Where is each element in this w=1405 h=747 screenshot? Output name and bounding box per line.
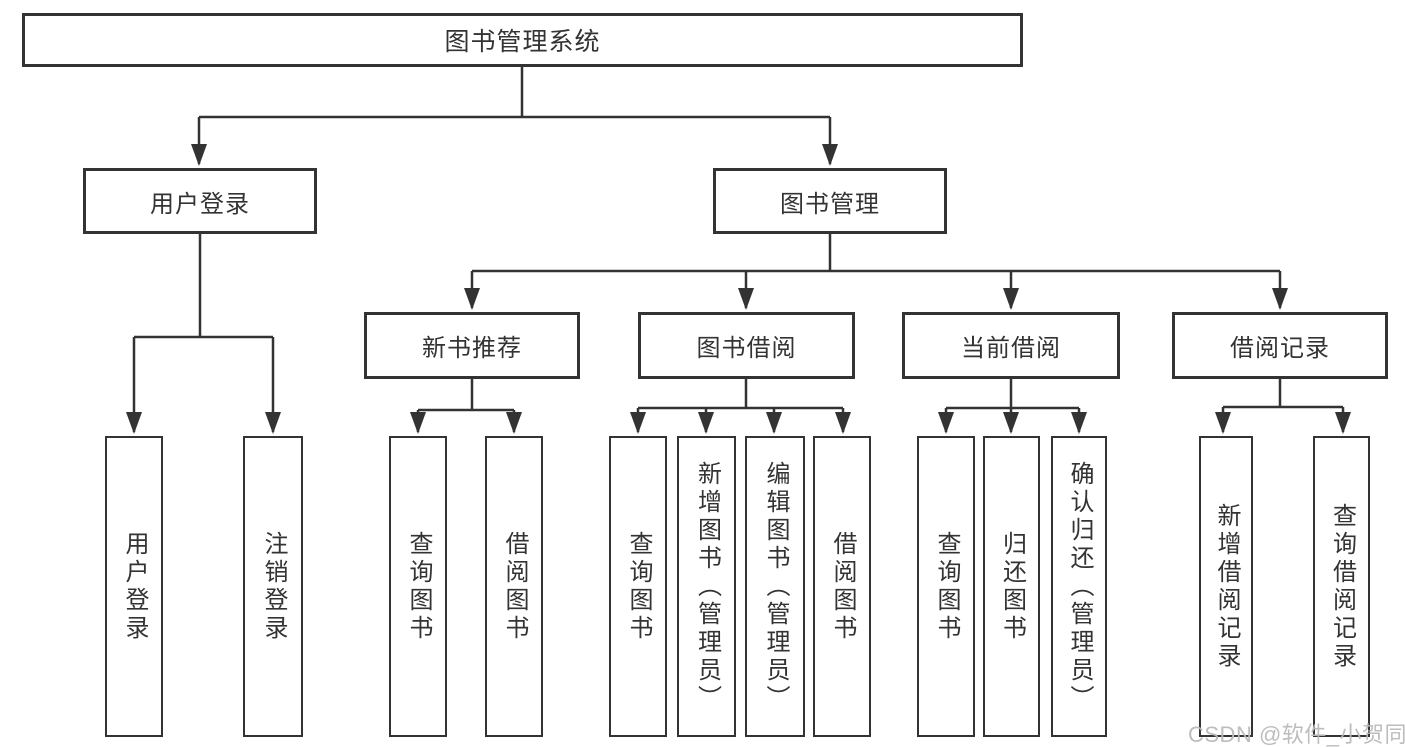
node-book-borrowing: 图书借阅 [638,312,855,379]
node-label: 图书借阅 [696,335,797,362]
connector-root-to-level1 [191,67,838,166]
leaf-query-books-2: 查询图书 [609,436,667,737]
leaf-label: 用户登录 [121,530,148,643]
leaf-borrow-books-1: 借阅图书 [485,436,543,737]
connector-userlogin-to-leaves [126,232,281,434]
csdn-watermark: CSDN @软件_小贺同学 [1188,722,1405,747]
leaf-query-books-3: 查询图书 [917,436,975,737]
leaf-edit-books-admin: 编辑图书（管理员） [745,436,805,737]
node-new-book-recommend: 新书推荐 [364,312,580,379]
leaf-add-borrow-record: 新增借阅记录 [1199,436,1253,737]
connector-records-to-leaves [1215,379,1351,434]
node-label: 当前借阅 [961,335,1061,362]
leaf-query-borrow-record: 查询借阅记录 [1313,436,1370,737]
leaf-confirm-return-admin: 确认归还（管理员） [1051,436,1107,737]
node-library-management-system: 图书管理系统 [22,13,1023,67]
connector-current-to-leaves [938,379,1087,434]
node-label: 用户登录 [150,190,250,218]
leaf-label: 编辑图书（管理员） [762,460,789,713]
node-borrowing-records: 借阅记录 [1172,312,1388,379]
leaf-label: 确认归还（管理员） [1066,460,1093,713]
leaf-return-books: 归还图书 [983,436,1040,737]
node-label: 图书管理系统 [444,28,601,56]
leaf-label: 注销登录 [260,530,287,643]
leaf-label: 查询图书 [933,530,960,643]
connector-newbooks-to-leaves [410,379,522,434]
node-label: 新书推荐 [422,335,522,362]
node-current-borrowing: 当前借阅 [902,312,1120,379]
node-label: 借阅记录 [1230,335,1330,362]
connector-bookmgmt-to-level2 [464,234,1288,310]
leaf-logout: 注销登录 [243,436,303,737]
leaf-label: 借阅图书 [501,530,528,643]
leaf-label: 归还图书 [998,530,1026,643]
leaf-label: 查询图书 [405,530,432,643]
leaf-borrow-books-2: 借阅图书 [813,436,871,737]
connector-borrow-to-leaves [630,379,851,434]
leaf-query-books-1: 查询图书 [389,436,447,737]
node-user-login: 用户登录 [83,168,317,234]
node-book-management: 图书管理 [713,168,947,234]
leaf-label: 查询图书 [625,530,652,643]
node-label: 图书管理 [780,190,880,218]
leaf-label: 借阅图书 [829,530,856,643]
leaf-label: 新增借阅记录 [1213,502,1240,671]
leaf-label: 查询借阅记录 [1328,502,1356,671]
leaf-user-login: 用户登录 [105,436,163,737]
leaf-label: 新增图书（管理员） [693,460,721,713]
leaf-add-books-admin: 新增图书（管理员） [677,436,736,737]
